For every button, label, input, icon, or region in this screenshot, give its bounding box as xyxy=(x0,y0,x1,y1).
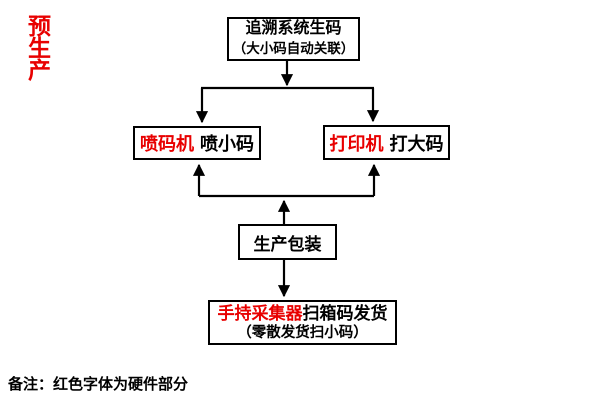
node-trace-system-title: 追溯系统生码 xyxy=(245,20,342,37)
node-inkjet-action-label: 喷小码 xyxy=(200,134,254,154)
node-handheld-action-label: 扫箱码发货 xyxy=(302,303,388,323)
node-trace-system-subtitle: （大小码自动关联） xyxy=(232,41,355,56)
node-inkjet-coder: 喷码机喷小码 xyxy=(133,126,261,160)
node-inkjet-hardware-label: 喷码机 xyxy=(140,134,194,154)
node-handheld-hardware-label: 手持采集器 xyxy=(217,303,303,323)
node-handheld-shipping: 手持采集器扫箱码发货 （零散发货扫小码） xyxy=(208,300,397,345)
node-printer-hardware-label: 打印机 xyxy=(329,133,384,154)
node-trace-system: 追溯系统生码 （大小码自动关联） xyxy=(227,17,360,61)
node-printer-action-label: 打大码 xyxy=(389,133,444,154)
node-production-packaging: 生产包装 xyxy=(238,224,337,260)
node-handheld-shipping-subtitle: （零散发货扫小码） xyxy=(237,324,368,341)
node-printer: 打印机打大码 xyxy=(323,125,450,160)
node-handheld-shipping-title: 手持采集器扫箱码发货 xyxy=(218,303,388,324)
node-production-packaging-label: 生产包装 xyxy=(253,234,322,254)
stage-label: 预生产 xyxy=(28,13,51,83)
note-text: 备注：红色字体为硬件部分 xyxy=(8,376,189,393)
